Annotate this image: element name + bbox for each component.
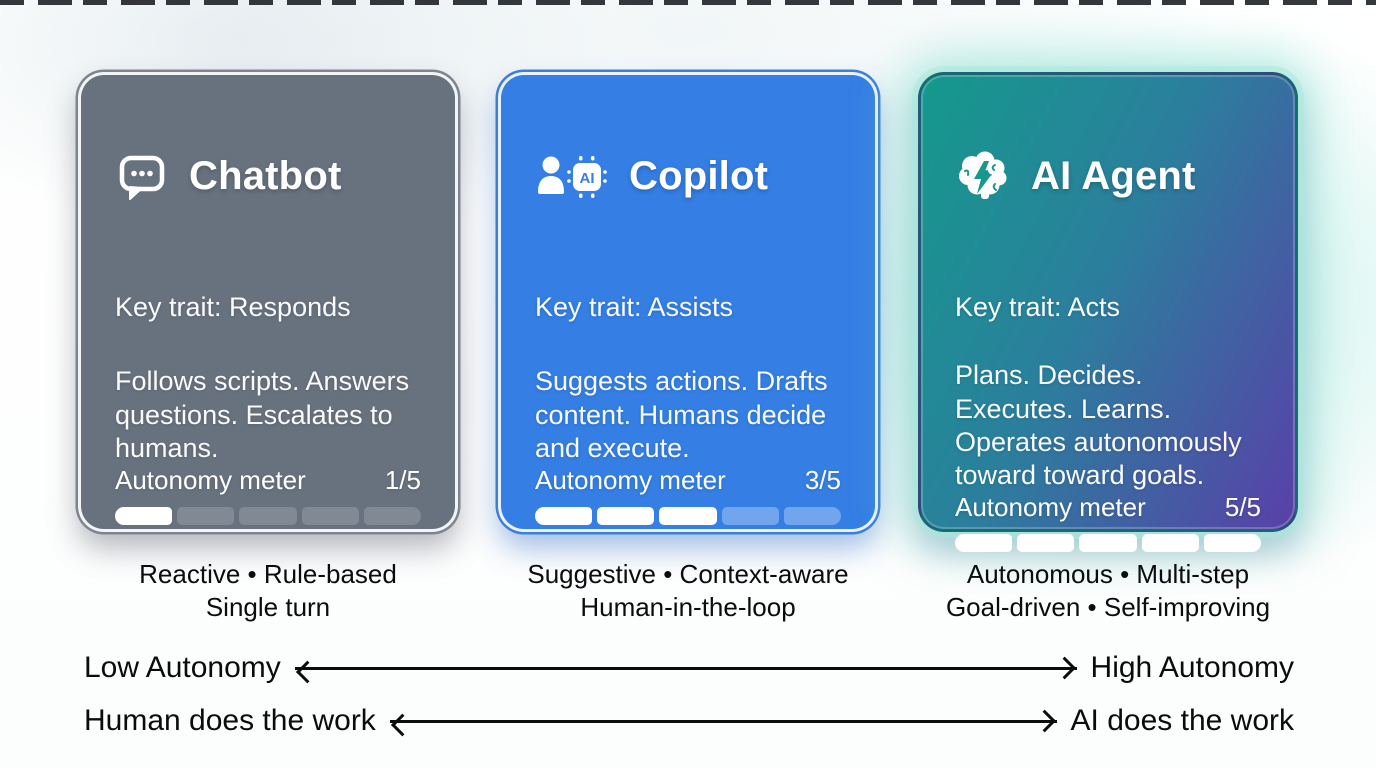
- card-header: Chatbot: [115, 121, 421, 232]
- card-description: Plans. Decides. Executes. Learns. Operat…: [955, 360, 1242, 490]
- card-title: AI Agent: [1031, 154, 1196, 199]
- work-axis-row: Human does the work AI does the work: [84, 698, 1294, 744]
- caption-copilot: Suggestive • Context-aware Human-in-the-…: [498, 558, 878, 624]
- autonomy-meter-value: 1/5: [384, 464, 421, 495]
- autonomy-meter-bar: [955, 534, 1262, 553]
- key-trait: Key trait: Responds: [115, 292, 351, 323]
- caption-ai-agent: Autonomous • Multi-step Goal-driven • Se…: [918, 558, 1298, 624]
- meter-segment: [115, 506, 173, 525]
- card-header: AI Copilot: [535, 121, 841, 232]
- meter-segment: [239, 506, 297, 525]
- meter-segment: [301, 506, 359, 525]
- double-arrow: [294, 666, 1077, 670]
- autonomy-meter-value: 3/5: [804, 464, 841, 495]
- autonomy-meter-bar: [115, 506, 422, 525]
- meter-segment: [955, 534, 1013, 553]
- top-dashed-strip: [0, 0, 1376, 5]
- brain-bolt-icon: [955, 149, 1011, 205]
- card-title: Copilot: [629, 154, 769, 199]
- chat-bubble-icon: [115, 150, 169, 204]
- meter-segment: [363, 506, 422, 525]
- autonomy-meter-block: Autonomy meter 5/5: [955, 492, 1262, 553]
- caption-line: Reactive • Rule-based: [139, 559, 397, 589]
- axis-area: Low Autonomy High Autonomy Human does th…: [84, 645, 1294, 744]
- card-description: Suggests actions. Drafts content. Humans…: [535, 366, 828, 463]
- meter-segment: [1203, 534, 1262, 553]
- meter-segment: [1079, 534, 1137, 553]
- axis-left-label: Low Autonomy: [84, 651, 281, 684]
- meter-segment: [659, 506, 717, 525]
- caption-line: Suggestive • Context-aware: [527, 559, 849, 589]
- card-ai-agent: AI Agent Key trait: Acts Plans. Decides.…: [918, 72, 1298, 553]
- autonomy-meter-label: Autonomy meter: [115, 464, 306, 495]
- autonomy-axis-row: Low Autonomy High Autonomy: [84, 645, 1294, 691]
- caption-line: Single turn: [205, 591, 331, 622]
- meter-segment: [177, 506, 235, 525]
- autonomy-meter-block: Autonomy meter 1/5: [115, 464, 422, 525]
- autonomy-meter-label: Autonomy meter: [535, 464, 726, 495]
- axis-right-label: AI does the work: [1070, 704, 1294, 737]
- caption-line: Human-in-the-loop: [580, 591, 796, 622]
- cards-row: Chatbot Key trait: Responds Follows scri…: [78, 72, 1298, 553]
- card-description: Follows scripts. Answers questions. Esca…: [115, 366, 410, 463]
- captions-row: Reactive • Rule-based Single turn Sugges…: [78, 558, 1298, 624]
- meter-segment: [597, 506, 655, 525]
- autonomy-meter-bar: [535, 506, 842, 525]
- caption-chatbot: Reactive • Rule-based Single turn: [78, 558, 458, 624]
- caption-line: Goal-driven • Self-improving: [945, 591, 1271, 622]
- autonomy-meter-label: Autonomy meter: [955, 492, 1146, 523]
- meter-segment: [535, 506, 593, 525]
- meter-segment: [721, 506, 779, 525]
- card-chatbot: Chatbot Key trait: Responds Follows scri…: [78, 72, 458, 532]
- card-copilot: AI Copilot Key trait: Assists Suggests a…: [498, 72, 878, 532]
- card-title: Chatbot: [189, 154, 342, 199]
- meter-segment: [1017, 534, 1075, 553]
- key-trait: Key trait: Acts: [955, 292, 1121, 323]
- axis-left-label: Human does the work: [84, 704, 376, 737]
- key-trait: Key trait: Assists: [535, 292, 734, 323]
- meter-segment: [1141, 534, 1199, 553]
- caption-line: Autonomous • Multi-step: [966, 559, 1250, 589]
- autonomy-meter-block: Autonomy meter 3/5: [535, 464, 842, 525]
- double-arrow: [389, 719, 1057, 723]
- card-header: AI Agent: [955, 121, 1261, 232]
- autonomy-meter-value: 5/5: [1224, 492, 1261, 523]
- person-ai-chip-icon: AI: [535, 150, 609, 204]
- axis-right-label: High Autonomy: [1090, 651, 1294, 684]
- meter-segment: [783, 506, 842, 525]
- svg-text:AI: AI: [580, 170, 595, 187]
